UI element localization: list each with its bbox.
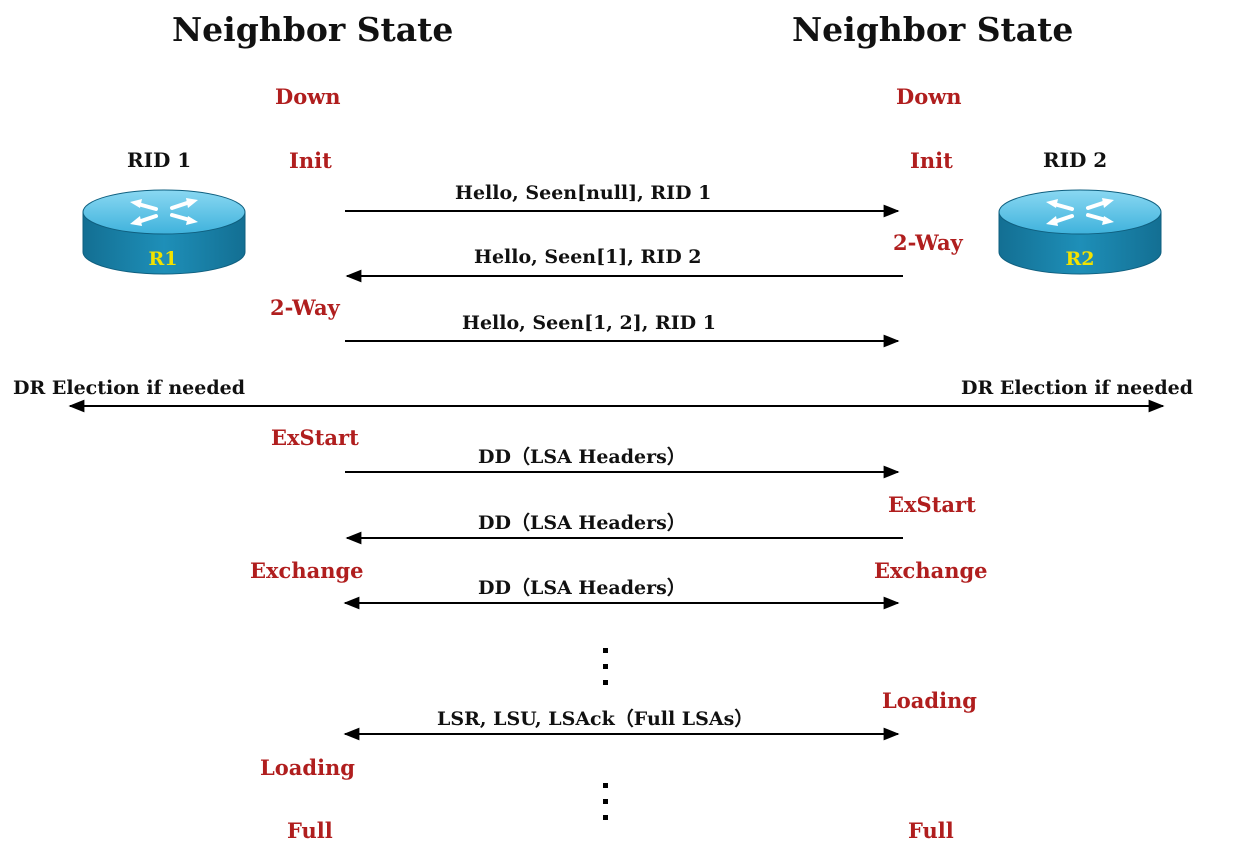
left-state-exchange: Exchange bbox=[250, 558, 364, 583]
left-state-full: Full bbox=[287, 818, 333, 843]
left-state-down: Down bbox=[275, 84, 341, 109]
vertical-ellipsis-icon bbox=[603, 648, 608, 685]
r2-router-name: R2 bbox=[1065, 248, 1094, 270]
right-state-down: Down bbox=[896, 84, 962, 109]
left-neighbor-state-heading: Neighbor State bbox=[172, 10, 454, 49]
right-neighbor-state-heading: Neighbor State bbox=[792, 10, 1074, 49]
vertical-ellipsis-icon bbox=[603, 783, 608, 820]
hello-seen1-label: Hello, Seen[1], RID 2 bbox=[474, 246, 702, 268]
right-state-loading: Loading bbox=[882, 688, 977, 713]
dr-election-left-label: DR Election if needed bbox=[13, 377, 245, 399]
left-state-init: Init bbox=[289, 148, 332, 173]
dd-label-2: DD（LSA Headers） bbox=[478, 512, 686, 534]
router-icon bbox=[998, 189, 1162, 275]
lsr-lsu-lsack-label: LSR, LSU, LSAck（Full LSAs） bbox=[437, 708, 754, 730]
dd-label-1: DD（LSA Headers） bbox=[478, 446, 686, 468]
dd-label-3: DD（LSA Headers） bbox=[478, 577, 686, 599]
right-state-init: Init bbox=[910, 148, 953, 173]
router-icon bbox=[82, 189, 246, 275]
right-state-2way: 2-Way bbox=[893, 230, 963, 255]
right-state-full: Full bbox=[908, 818, 954, 843]
r1-rid-label: RID 1 bbox=[127, 148, 192, 172]
r2-rid-label: RID 2 bbox=[1043, 148, 1108, 172]
hello-null-label: Hello, Seen[null], RID 1 bbox=[455, 182, 712, 204]
hello-seen12-label: Hello, Seen[1, 2], RID 1 bbox=[462, 312, 716, 334]
right-state-exchange: Exchange bbox=[874, 558, 988, 583]
left-state-exstart: ExStart bbox=[271, 425, 359, 450]
right-state-exstart: ExStart bbox=[888, 492, 976, 517]
left-state-loading: Loading bbox=[260, 755, 355, 780]
left-state-2way: 2-Way bbox=[270, 295, 340, 320]
r1-router-name: R1 bbox=[148, 248, 177, 270]
dr-election-right-label: DR Election if needed bbox=[961, 377, 1193, 399]
